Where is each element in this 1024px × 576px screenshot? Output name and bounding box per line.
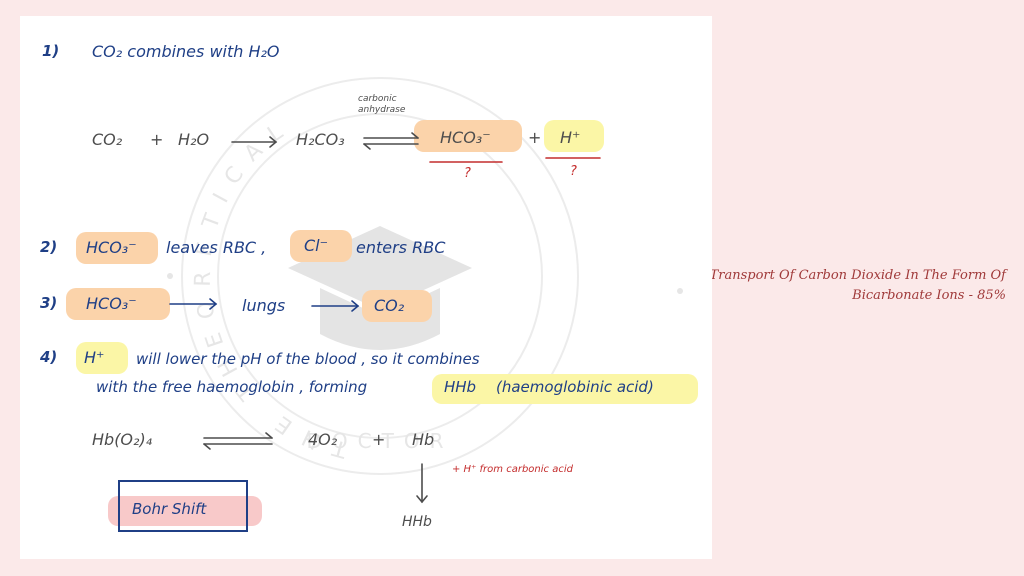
highlight-hco3-eq (414, 120, 522, 152)
highlight-hco3-step3 (66, 288, 170, 320)
eq2-hhb: HHb (402, 514, 432, 530)
slide-title: Transport Of Carbon Dioxide In The Form … (709, 268, 1006, 303)
eq2-hb: Hb (412, 430, 435, 449)
step-1-number: 1) (42, 42, 60, 60)
question-mark-2: ? (570, 164, 577, 179)
eq2-plus: + (372, 430, 386, 449)
eq1-co2: CO₂ (92, 130, 123, 149)
step-3-hco3: HCO₃⁻ (86, 294, 137, 313)
eq1-plus-2: + (528, 128, 542, 147)
eq2-note: + H⁺ from carbonic acid (452, 464, 573, 475)
step-4-line-1: will lower the pH of the blood , so it c… (136, 350, 480, 368)
watermark-bottom-text: DOCTOR (307, 429, 454, 453)
step-4-number: 4) (40, 348, 58, 366)
highlight-cl-step2 (290, 230, 352, 262)
eq2-hbo2: Hb(O₂)₄ (92, 430, 153, 449)
question-mark-1: ? (464, 166, 471, 181)
step-2-cl: Cl⁻ (304, 236, 329, 255)
bohr-shift-box (118, 480, 248, 532)
highlight-hco3-step2 (76, 232, 158, 264)
highlight-co2-step3 (362, 290, 432, 322)
notes-sheet: THE THEORETICAL DOCTOR (20, 16, 712, 559)
eq1-plus-1: + (150, 130, 164, 149)
eq1-hco3: HCO₃⁻ (440, 128, 491, 147)
highlight-bohr (108, 496, 262, 526)
step-4-hhb: HHb (444, 378, 477, 396)
bohr-shift-label: Bohr Shift (132, 500, 207, 518)
step-4-acid: (haemoglobinic acid) (496, 378, 654, 396)
step-3-co2: CO₂ (374, 296, 405, 315)
step-1-text: CO₂ combines with H₂O (92, 42, 280, 61)
step-2-leaves-rbc: leaves RBC , (166, 238, 267, 257)
arrows-layer (169, 132, 601, 504)
step-2-enters-rbc: enters RBC (356, 238, 446, 257)
eq1-h2co3: H₂CO₃ (296, 130, 345, 149)
eq1-h-plus: H⁺ (560, 128, 581, 147)
step-3-lungs: lungs (242, 296, 286, 315)
highlight-hhb (432, 374, 698, 404)
step-4-h-plus: H⁺ (84, 348, 105, 367)
step-4-line-2: with the free haemoglobin , forming (96, 378, 368, 396)
step-3-number: 3) (40, 294, 58, 312)
highlight-h-eq (544, 120, 604, 152)
eq1-h2o: H₂O (178, 130, 210, 149)
enzyme-label: carbonic anhydrase (358, 94, 406, 115)
step-2-hco3: HCO₃⁻ (86, 238, 137, 257)
step-2-number: 2) (40, 238, 58, 256)
eq2-o2: 4O₂ (308, 430, 338, 449)
highlight-h-step4 (76, 342, 128, 374)
